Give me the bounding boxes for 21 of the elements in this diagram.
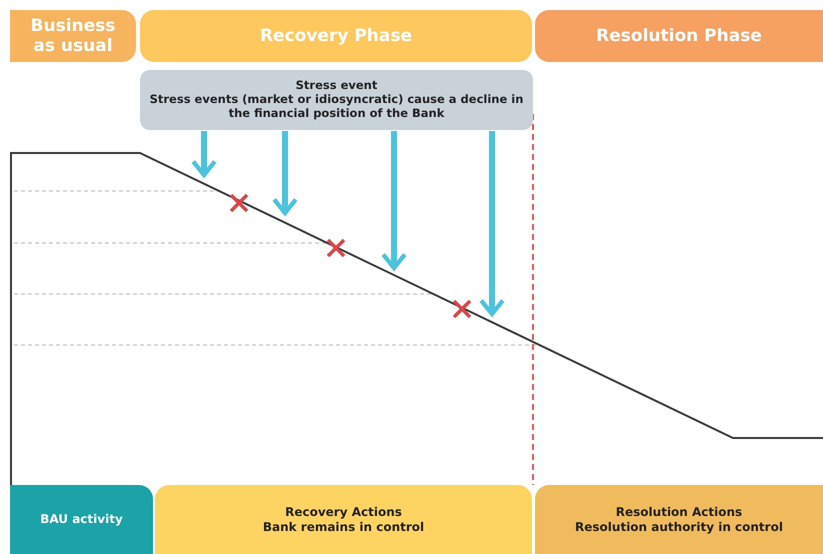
phase-title: Recovery Phase — [260, 26, 412, 46]
activity-description: Resolution authority in control — [575, 520, 783, 534]
phase-band — [535, 10, 823, 62]
arrow — [272, 131, 298, 216]
phase-band — [10, 10, 136, 62]
activity-band — [535, 485, 823, 554]
arrow — [191, 131, 217, 178]
phase-title: Business as usual — [30, 16, 116, 56]
phase-title: Resolution Phase — [596, 26, 762, 46]
activity-band — [10, 485, 153, 554]
event-box — [140, 70, 533, 130]
arrow — [479, 131, 505, 316]
event-description: Stress events (market or idiosyncratic) cause a decline in the financial position of the Bank — [148, 93, 524, 121]
arrow — [381, 131, 407, 270]
activity-title: Resolution Actions — [616, 505, 742, 520]
activity-label: BAU activity — [40, 512, 123, 527]
activity-title: Recovery Actions — [285, 505, 402, 520]
event-title: Stress event — [296, 79, 378, 94]
activity-band — [155, 485, 532, 554]
activity-description: Bank remains in control — [262, 520, 424, 534]
phase-band — [140, 10, 532, 62]
